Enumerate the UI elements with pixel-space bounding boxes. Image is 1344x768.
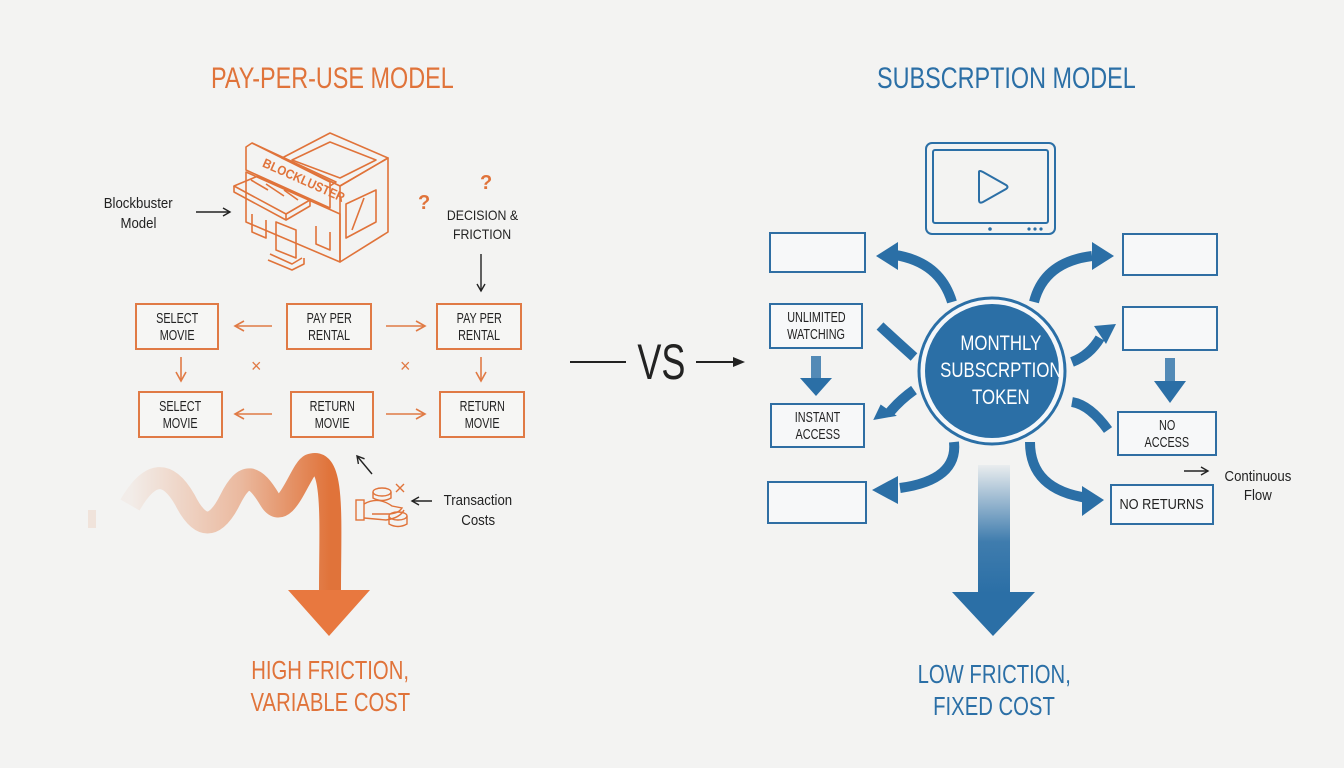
arrow-transaction-up bbox=[356, 454, 373, 475]
store-label-line1: Blockbuster bbox=[103, 195, 173, 212]
curve-to-no-access bbox=[1070, 397, 1113, 433]
store-label-line2: Model bbox=[120, 215, 156, 232]
box-mid-right-empty bbox=[1122, 306, 1218, 351]
left-footer-line2: VARIABLE COST bbox=[250, 687, 410, 717]
token-circle bbox=[925, 304, 1059, 438]
tv-play-icon bbox=[925, 142, 1056, 235]
store-icon bbox=[233, 132, 389, 271]
cross-icon: × bbox=[400, 356, 411, 376]
right-footer-line1: LOW FRICTION, bbox=[917, 659, 1071, 689]
token-line2: SUBSCRPTION bbox=[940, 359, 1062, 382]
question-mark-icon: ? bbox=[480, 172, 493, 194]
vs-arrowhead bbox=[733, 357, 745, 367]
arrow-unlimited-head bbox=[800, 378, 832, 396]
arrowhead-no-returns bbox=[1082, 486, 1104, 516]
arrow-to-mid-right bbox=[1070, 335, 1105, 367]
wave-tail bbox=[88, 510, 96, 528]
arrowhead-mid-right bbox=[1094, 324, 1116, 344]
arrow-unlimited-shaft bbox=[811, 356, 821, 380]
decision-label: DECISION & FRICTION bbox=[432, 206, 532, 244]
low-friction-shaft bbox=[978, 465, 1010, 593]
friction-arrowhead bbox=[288, 590, 370, 636]
token-line1: MONTHLY bbox=[960, 332, 1042, 355]
box-top-right-empty bbox=[1122, 233, 1218, 276]
arrow-to-no-returns bbox=[1025, 441, 1089, 503]
cross-icon: × bbox=[251, 356, 262, 376]
continuous-line1: Continuous bbox=[1224, 468, 1292, 485]
arrow-to-instant bbox=[886, 385, 917, 416]
decision-line1: DECISION & bbox=[446, 207, 518, 223]
continuous-flow-label: Continuous Flow bbox=[1210, 467, 1306, 505]
arrowhead-top-right bbox=[1092, 242, 1114, 270]
transaction-line2: Costs bbox=[461, 512, 495, 529]
continuous-line2: Flow bbox=[1244, 487, 1272, 504]
arrow-no-access-head bbox=[1154, 381, 1186, 403]
arrowhead-instant bbox=[873, 404, 897, 420]
decision-line2: FRICTION bbox=[452, 226, 512, 242]
left-title: PAY-PER-USE MODEL bbox=[211, 62, 454, 95]
token-label: MONTHLY SUBSCRPTION TOKEN bbox=[925, 330, 1062, 411]
question-mark-icon: ? bbox=[418, 192, 431, 214]
arrow-to-top-right bbox=[1029, 251, 1093, 304]
arrow-to-top-left bbox=[894, 250, 957, 304]
left-flow-arrows bbox=[175, 320, 487, 420]
right-title: SUBSCRPTION MODEL bbox=[877, 62, 1136, 95]
coins-hand-icon bbox=[355, 483, 408, 528]
box-no-returns: NO RETURNS bbox=[1110, 484, 1214, 525]
arrowhead-top-left bbox=[876, 242, 898, 270]
box-top-left-empty bbox=[769, 232, 866, 273]
box-bottom-left-empty bbox=[767, 481, 867, 524]
token-line3: TOKEN bbox=[972, 386, 1030, 409]
curve-from-unlimited bbox=[876, 322, 918, 361]
store-label: Blockbuster Model bbox=[88, 194, 188, 234]
radiating-arrows bbox=[876, 250, 1113, 503]
arrow-no-access-shaft bbox=[1165, 358, 1175, 382]
right-footer: LOW FRICTION, FIXED COST bbox=[866, 658, 1122, 722]
transaction-line1: Transaction bbox=[443, 492, 513, 509]
right-footer-line2: FIXED COST bbox=[933, 691, 1055, 721]
left-footer: HIGH FRICTION, VARIABLE COST bbox=[200, 654, 460, 718]
transaction-label: Transaction Costs bbox=[430, 491, 526, 531]
arrow-to-bottom-left bbox=[899, 441, 960, 493]
left-footer-line1: HIGH FRICTION, bbox=[251, 655, 409, 685]
arrowhead-bottom-left bbox=[872, 476, 898, 504]
low-friction-arrowhead bbox=[952, 592, 1035, 636]
friction-wave-arrow bbox=[120, 453, 342, 591]
vs-label: VS bbox=[636, 334, 686, 390]
